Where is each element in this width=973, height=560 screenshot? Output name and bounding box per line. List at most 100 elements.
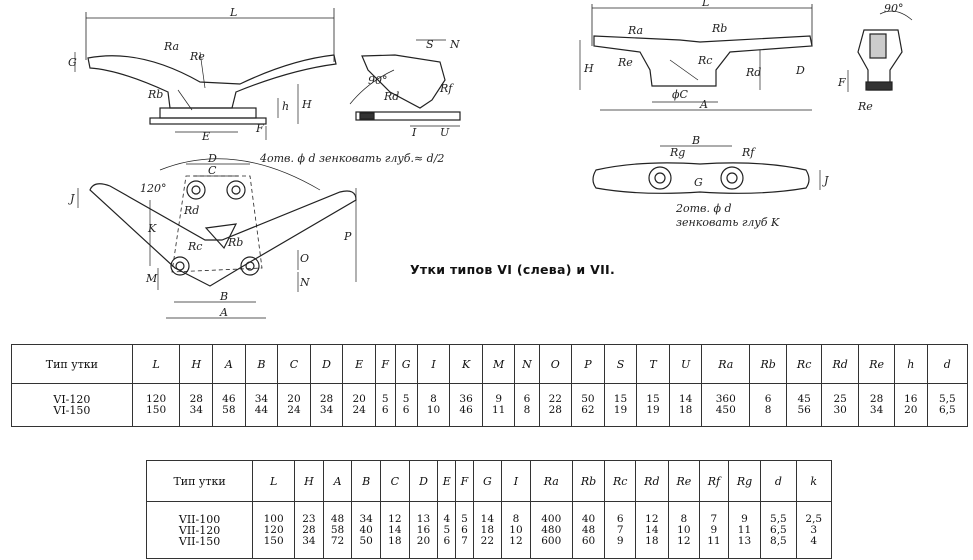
value: 13 [416, 512, 431, 525]
header-ra: Ra [529, 460, 573, 502]
value: 12 [509, 534, 523, 547]
value: 48 [330, 512, 345, 525]
type-name: VII-100 [178, 512, 221, 526]
label-F-7: F [837, 76, 846, 89]
type7-hole-note-1: 2отв. ϕ d [675, 202, 731, 215]
label-H: H [301, 98, 312, 111]
label-N: N [449, 38, 460, 51]
value: 40 [359, 523, 373, 536]
type7-plan-view: B Rg Rf G J 2отв. ϕ d зенковать глуб K [592, 134, 829, 229]
label-B: B [219, 290, 228, 303]
value: 360 [715, 393, 736, 405]
header-c: C [277, 344, 311, 384]
header-k: K [449, 344, 483, 384]
value: 600 [541, 534, 562, 547]
value: 14 [480, 512, 495, 525]
value: 44 [254, 404, 269, 416]
value: 13 [737, 534, 752, 547]
value: 14 [388, 523, 402, 536]
label-Rb-7: Rb [711, 22, 727, 35]
header-b: B [351, 460, 382, 502]
value: 5 [402, 393, 410, 405]
type-name: VII-120 [178, 523, 221, 537]
label-M: M [145, 272, 158, 285]
value: 16 [416, 523, 431, 536]
value: 5,5 [938, 393, 956, 405]
value: 10 [677, 523, 691, 536]
header-d: d [926, 344, 969, 384]
header-a: A [212, 344, 246, 384]
value: 6,5 [938, 404, 956, 416]
value: 20 [416, 534, 431, 547]
label-B-7: B [691, 134, 700, 147]
type-name: VI-150 [53, 404, 91, 417]
value: 46 [459, 404, 473, 416]
value: 150 [263, 534, 284, 547]
label-Rd-7: Rd [745, 66, 761, 79]
figure-caption: Утки типов VI (слева) и VII. [410, 262, 616, 277]
type6-plan-view: D C J K 120° Rd Rc Rb M B A P O N 4отв. … [68, 152, 444, 319]
value: 34 [189, 404, 203, 416]
header-l: L [131, 344, 181, 384]
label-h: h [282, 100, 289, 113]
value: 28 [319, 393, 334, 405]
label-A-7: A [699, 98, 708, 111]
type6-section-view: S N 90° Rd Rf I U [349, 38, 461, 139]
value: 46 [222, 393, 236, 405]
value: 36 [459, 393, 473, 405]
value: 6 [402, 404, 410, 416]
value: 22 [548, 393, 562, 405]
header-u: U [668, 344, 703, 384]
value: 11 [737, 523, 752, 536]
value: 6 [523, 393, 531, 405]
value: 11 [491, 404, 506, 416]
header-e: E [437, 460, 457, 502]
value: 24 [352, 404, 366, 416]
header-re: Re [667, 460, 701, 502]
value: 15 [613, 393, 628, 405]
header-rd: Rd [821, 344, 860, 384]
header-rf: Rf [699, 460, 729, 502]
header-b: B [244, 344, 279, 384]
header-n: N [514, 344, 540, 384]
value: 12 [645, 512, 659, 525]
label-L-7: L [701, 0, 709, 9]
type7-side-view: L Ra Rb H Re Rc Rd D ϕC A [579, 0, 813, 111]
value: 450 [715, 404, 736, 416]
value: 5 [443, 523, 451, 536]
value: 14 [678, 393, 693, 405]
header-s: S [603, 344, 638, 384]
value: 9 [616, 534, 624, 547]
type6-hole-note: 4отв. ϕ d зенковать глуб.≈ d/2 [259, 152, 444, 165]
value: 28 [869, 393, 884, 405]
label-G-7: G [694, 176, 703, 189]
value: 100 [263, 512, 284, 525]
label-90-7: 90° [884, 2, 904, 15]
header-h: H [179, 344, 214, 384]
value: 18 [678, 404, 693, 416]
value: 8 [680, 512, 688, 525]
header-k: k [795, 460, 833, 502]
header-d: D [408, 460, 439, 502]
header-d: D [309, 344, 344, 384]
label-Rd-plan: Rd [183, 204, 199, 217]
value: 400 [541, 512, 562, 525]
